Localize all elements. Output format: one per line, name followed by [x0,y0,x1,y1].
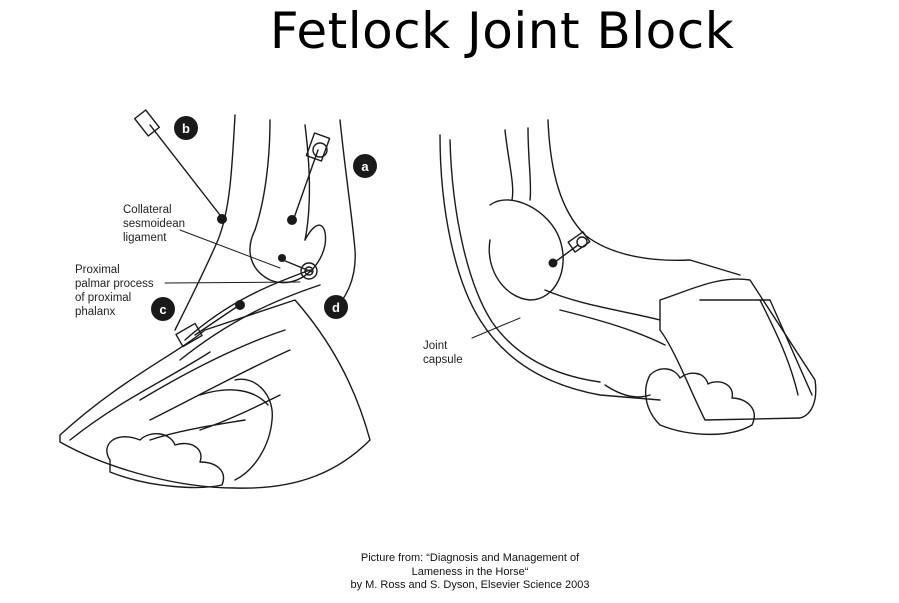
svg-text:a: a [361,159,369,174]
needle-d [282,259,318,280]
left-pastern-outline [174,114,236,331]
left-cannon-bone [254,119,311,241]
caption-line-2: Lameness in the Horse“ [411,565,529,578]
svg-text:palmar process: palmar process [75,278,154,290]
badge-c: c [151,297,175,321]
svg-text:Collateral: Collateral [123,204,172,216]
svg-text:phalanx: phalanx [75,306,116,318]
left-hoof [59,299,371,489]
svg-text:Joint: Joint [423,340,448,352]
svg-text:of proximal: of proximal [75,292,131,304]
svg-text:b: b [182,121,190,136]
left-hand [106,433,225,489]
left-limb-drawing [59,109,371,489]
right-hand [644,368,755,436]
svg-text:d: d [332,300,340,315]
label-collateral-ligament: Collateral sesmoidean ligament [123,204,185,244]
svg-text:Proximal: Proximal [75,264,120,276]
svg-text:sesmoidean: sesmoidean [123,218,185,230]
right-limb-outline [439,134,661,401]
caption-line-1: Picture from: “Diagnosis and Management … [360,552,580,564]
right-hoof [659,278,817,421]
badge-a: a [353,154,377,178]
caption-line-3: by M. Ross and S. Dyson, Elsevier Scienc… [350,579,590,591]
svg-text:ligament: ligament [123,232,167,244]
slide-title: Fetlock Joint Block [269,2,735,60]
badge-d: d [324,295,348,319]
svg-text:capsule: capsule [423,354,463,366]
badge-b: b [174,116,198,140]
image-credit-caption: Picture from: “Diagnosis and Management … [300,552,640,593]
label-joint-capsule: Joint capsule [423,340,463,366]
label-proximal-palmar-process: Proximal palmar process of proximal phal… [75,264,154,318]
needle-b [134,109,221,216]
right-limb-drawing [439,119,817,436]
needle-a [293,132,331,219]
needle-c [175,305,239,348]
svg-text:c: c [159,302,166,317]
